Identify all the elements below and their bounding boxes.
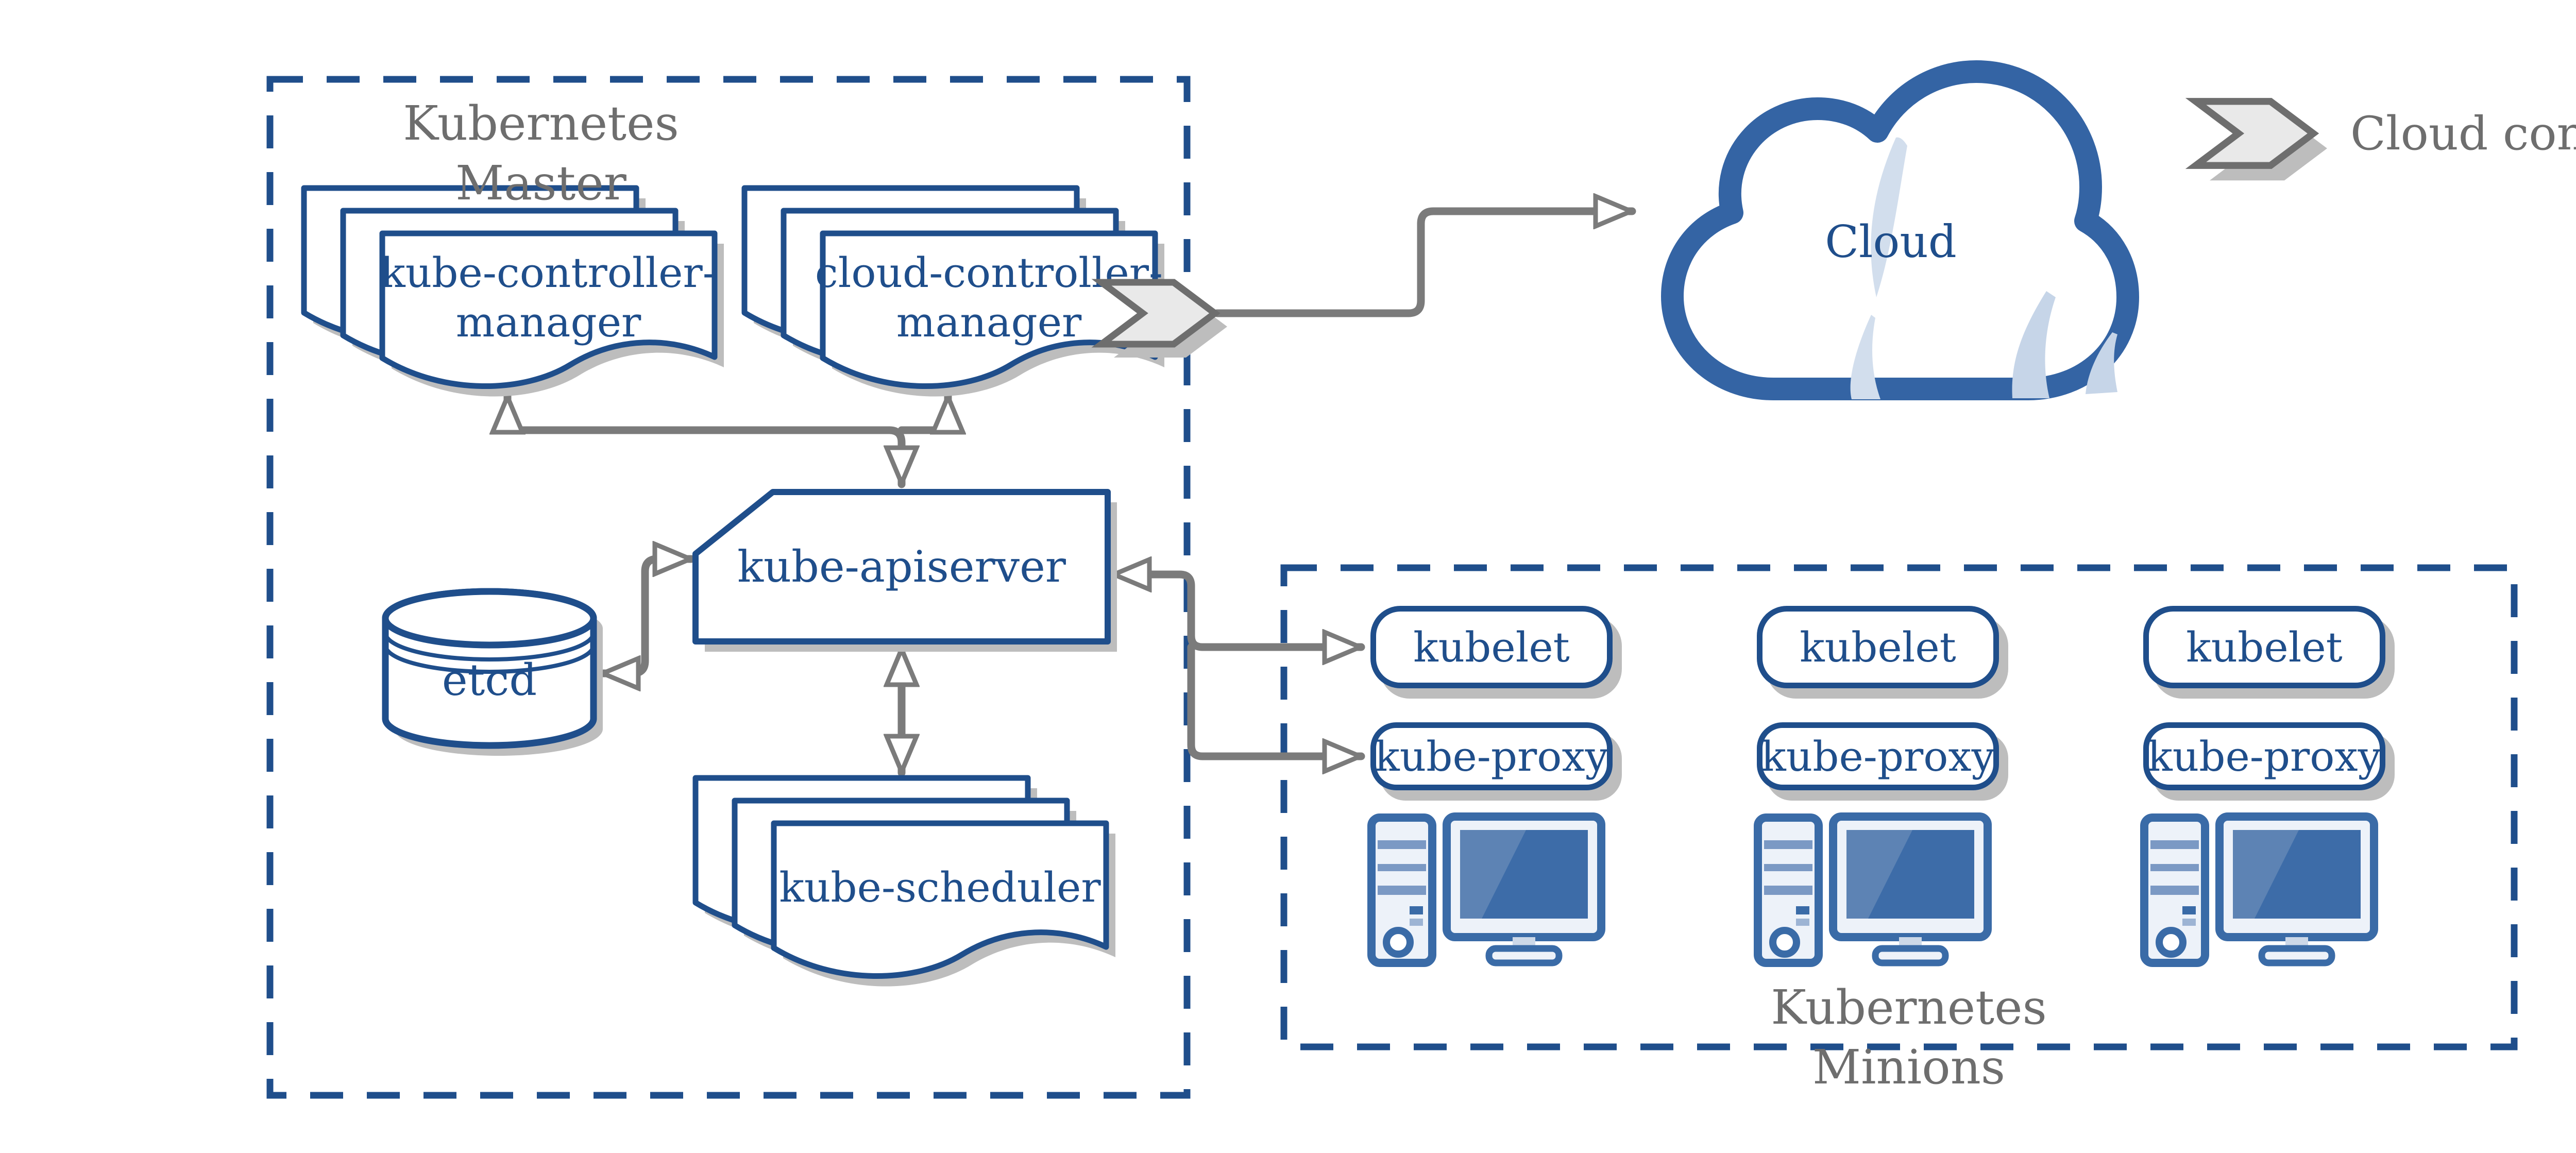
cloud-controller-manager-line2: manager <box>896 298 1082 346</box>
kube-proxy-node3-text: kube-proxy <box>2147 732 2381 781</box>
legend-cloud-connector-icon <box>2185 98 2327 181</box>
computer-icon-node1 <box>1367 812 1605 967</box>
kube-proxy-node2: kube-proxy <box>1757 722 1999 790</box>
tower <box>2140 813 2209 967</box>
kube-scheduler-shape <box>692 775 1115 987</box>
cloud-controller-manager-shape <box>741 185 1164 397</box>
kube-apiserver-text: kube-apiserver <box>737 541 1066 592</box>
monitor <box>1829 812 1992 967</box>
tower <box>1754 813 1823 967</box>
arrow-ctrlmgr-apiserver <box>507 392 902 488</box>
minions-group-title: Kubernetes Minions <box>1703 978 2115 1097</box>
kube-proxy-node1-text: kube-proxy <box>1375 732 1608 781</box>
kubelet-node1: kubelet <box>1370 606 1613 688</box>
kube-controller-manager-line1: kube-controller- <box>380 249 717 297</box>
legend-cloud-connector-text: Cloud connector <box>2350 106 2576 161</box>
kubelet-node2-text: kubelet <box>1800 623 1956 671</box>
etcd-database-icon <box>382 588 603 756</box>
cloud-shape <box>1661 60 2139 400</box>
monitor <box>1443 812 1605 967</box>
arrow-connector-cloud <box>1213 211 1636 317</box>
kube-controller-manager-line2: manager <box>455 298 641 346</box>
arrow-apiserver-etcd <box>598 559 696 673</box>
arrow-apiserver-kubelet <box>1109 574 1365 647</box>
kubelet-node2: kubelet <box>1757 606 1999 688</box>
cloud-controller-manager-label: cloud-controller- manager <box>815 233 1163 362</box>
computer-icon-node3 <box>2140 812 2378 967</box>
computer-icon-node2 <box>1754 812 1992 967</box>
master-title-line1: Kubernetes <box>403 96 679 151</box>
kube-proxy-node3: kube-proxy <box>2143 722 2385 790</box>
etcd-text: etcd <box>442 655 537 705</box>
minions-group-border <box>1280 564 2518 1050</box>
kube-proxy-node2-text: kube-proxy <box>1761 732 1995 781</box>
cloud-connector-icon <box>1091 279 1227 358</box>
kube-scheduler-text: kube-scheduler <box>779 863 1101 911</box>
legend-cloud-connector-label: Cloud connector <box>2350 101 2576 166</box>
arrow-apiserver-kubeproxy <box>1187 643 1365 756</box>
etcd-label: etcd <box>381 613 598 747</box>
kubelet-node3-text: kubelet <box>2186 623 2343 671</box>
arrow-cloudctrlmgr-join <box>897 392 948 430</box>
cloud-label: Cloud <box>1788 206 1994 278</box>
kube-proxy-node1: kube-proxy <box>1370 722 1613 790</box>
kube-controller-manager-label: kube-controller- manager <box>380 233 717 362</box>
cloud-text: Cloud <box>1825 216 1957 268</box>
kube-scheduler-label: kube-scheduler <box>774 823 1106 952</box>
kube-apiserver-label: kube-apiserver <box>696 492 1108 641</box>
minions-title-line1: Kubernetes <box>1771 980 2047 1035</box>
kube-apiserver-shape <box>692 489 1117 652</box>
tower <box>1367 813 1436 967</box>
minions-title-line2: Minions <box>1812 1040 2006 1095</box>
kubelet-node1-text: kubelet <box>1413 623 1570 671</box>
kubelet-node3: kubelet <box>2143 606 2385 688</box>
kube-controller-manager-shape <box>301 185 724 397</box>
master-group-title: Kubernetes Master <box>335 94 747 213</box>
monitor <box>2215 812 2378 967</box>
master-title-line2: Master <box>455 156 626 211</box>
